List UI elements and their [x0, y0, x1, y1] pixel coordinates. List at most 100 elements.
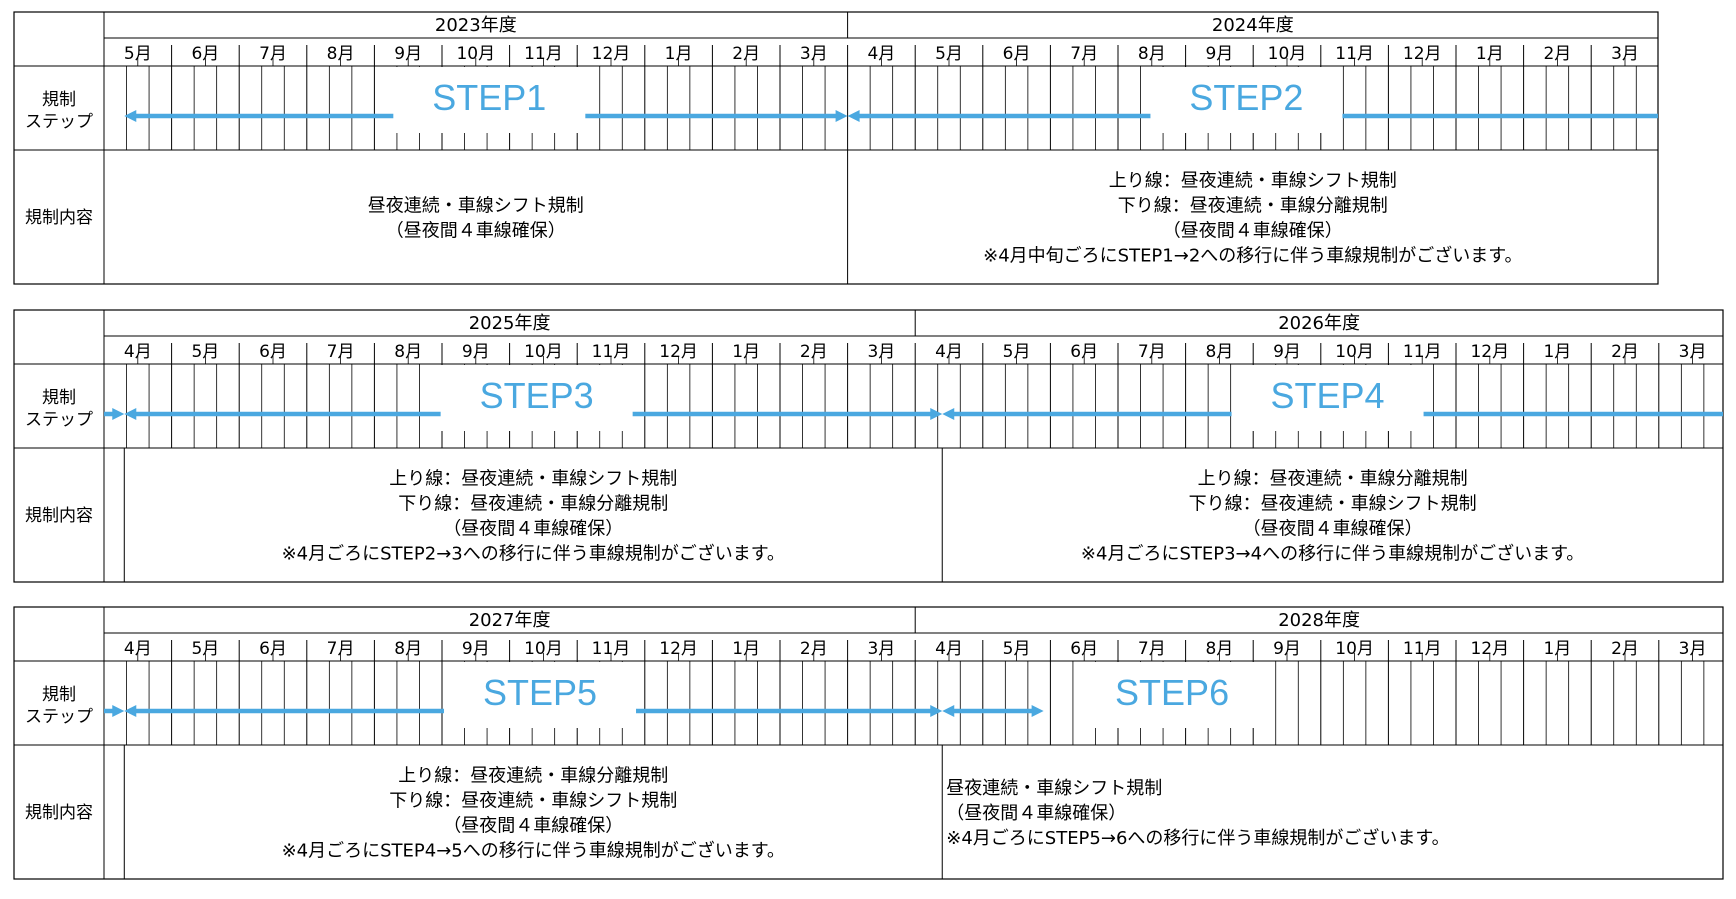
month-label: 3月 — [800, 44, 828, 64]
arrow-head-left — [942, 705, 955, 717]
month-label: 9月 — [462, 342, 490, 362]
month-label: 4月 — [867, 44, 895, 64]
month-label: 7月 — [327, 639, 355, 659]
arrow-head-right — [930, 705, 943, 717]
arrow-head-right — [1031, 705, 1044, 717]
month-label: 9月 — [1273, 342, 1301, 362]
arrow-shaft — [104, 708, 114, 714]
schedule-arrow — [104, 408, 125, 420]
month-label: 12月 — [1470, 639, 1509, 659]
step-label: STEP1 — [432, 77, 546, 118]
month-label: 7月 — [259, 44, 287, 64]
month-label: 4月 — [935, 342, 963, 362]
content-text-line: ※4月ごろにSTEP4→5への移行に伴う車線規制がございます。 — [282, 840, 785, 862]
step-arrow-gap — [444, 705, 637, 717]
timeline-frame — [13, 606, 1724, 880]
month-label: 4月 — [935, 639, 963, 659]
step-arrow-gap — [393, 110, 586, 122]
arrow-head-right — [835, 110, 848, 122]
month-label: 8月 — [1205, 639, 1233, 659]
schedule-arrow — [942, 705, 1044, 717]
content-text-line: 下り線：昼夜連続・車線シフト規制 — [1189, 494, 1477, 515]
month-label: 11月 — [524, 44, 563, 64]
step-label: STEP6 — [1115, 672, 1229, 713]
month-label: 1月 — [732, 639, 760, 659]
content-text-line: 昼夜連続・車線シフト規制 — [368, 196, 584, 217]
row-label-content: 規制内容 — [25, 803, 93, 823]
step-arrow-gap — [1076, 705, 1269, 717]
month-label: 5月 — [124, 44, 152, 64]
content-text-line: 下り線：昼夜連続・車線シフト規制 — [389, 791, 677, 812]
month-label: 2月 — [1611, 639, 1639, 659]
month-label: 7月 — [1138, 342, 1166, 362]
row-label-steps-line2: ステップ — [25, 410, 93, 430]
timeline-frame — [13, 309, 1724, 583]
month-label: 1月 — [1543, 639, 1571, 659]
arrow-head-left — [942, 408, 955, 420]
content-text-line: （昼夜間４車線確保） — [1163, 221, 1343, 242]
month-label: 6月 — [1003, 44, 1031, 64]
timeline-frame — [13, 11, 1659, 285]
month-label: 12月 — [1403, 44, 1442, 64]
arrow-head-right — [930, 408, 943, 420]
month-label: 12月 — [1470, 342, 1509, 362]
year-label: 2026年度 — [1278, 313, 1360, 334]
row-label-steps-line1: 規制 — [42, 685, 76, 705]
month-label: 10月 — [456, 44, 495, 64]
month-label: 3月 — [867, 342, 895, 362]
schedule-arrow — [104, 705, 125, 717]
month-label: 2月 — [732, 44, 760, 64]
arrow-head-left — [847, 110, 860, 122]
month-label: 6月 — [1070, 639, 1098, 659]
content-text-line: 上り線：昼夜連続・車線分離規制 — [1198, 469, 1468, 490]
month-label: 12月 — [592, 44, 631, 64]
arrow-head-left — [124, 408, 137, 420]
step-label: STEP3 — [480, 375, 594, 416]
content-text-line: 上り線：昼夜連続・車線シフト規制 — [389, 469, 677, 490]
month-label: 4月 — [124, 639, 152, 659]
month-label: 8月 — [1138, 44, 1166, 64]
arrow-head-left — [124, 705, 137, 717]
month-label: 2月 — [800, 639, 828, 659]
content-text-line: ※4月中旬ごろにSTEP1→2への移行に伴う車線規制がございます。 — [983, 245, 1522, 267]
year-label: 2025年度 — [469, 313, 551, 334]
content-text-line: （昼夜間４車線確保） — [1243, 519, 1423, 540]
row-label-steps-line1: 規制 — [42, 90, 76, 110]
month-label: 11月 — [1335, 44, 1374, 64]
arrow-head-left — [124, 110, 137, 122]
month-label: 9月 — [462, 639, 490, 659]
month-label: 5月 — [1003, 639, 1031, 659]
month-label: 6月 — [1070, 342, 1098, 362]
step-label: STEP2 — [1189, 77, 1303, 118]
step-arrow-gap — [440, 408, 633, 420]
content-text-line: （昼夜間４車線確保） — [386, 221, 566, 242]
month-label: 6月 — [191, 44, 219, 64]
month-label: 12月 — [659, 639, 698, 659]
content-text-line: 下り線：昼夜連続・車線分離規制 — [398, 494, 668, 515]
month-label: 3月 — [867, 639, 895, 659]
content-text-line: ※4月ごろにSTEP3→4への移行に伴う車線規制がございます。 — [1081, 543, 1584, 565]
month-label: 3月 — [1611, 44, 1639, 64]
month-label: 9月 — [1273, 639, 1301, 659]
content-text-line: （昼夜間４車線確保） — [443, 519, 623, 540]
content-text-line: （昼夜間４車線確保） — [946, 803, 1126, 824]
step-label: STEP5 — [483, 672, 597, 713]
month-label: 10月 — [1335, 639, 1374, 659]
month-label: 9月 — [1205, 44, 1233, 64]
arrow-shaft — [953, 708, 1033, 714]
row-label-steps-line2: ステップ — [25, 112, 93, 132]
month-label: 9月 — [394, 44, 422, 64]
year-label: 2024年度 — [1212, 15, 1294, 36]
arrow-shaft — [104, 411, 114, 417]
month-label: 3月 — [1679, 342, 1707, 362]
month-label: 1月 — [1543, 342, 1571, 362]
content-text-line: 昼夜連続・車線シフト規制 — [946, 778, 1162, 799]
month-label: 8月 — [394, 639, 422, 659]
month-label: 5月 — [191, 639, 219, 659]
month-label: 11月 — [592, 342, 631, 362]
month-label: 7月 — [1138, 639, 1166, 659]
content-text-line: ※4月ごろにSTEP2→3への移行に伴う車線規制がございます。 — [282, 543, 785, 565]
step-label: STEP4 — [1271, 375, 1385, 416]
month-label: 11月 — [592, 639, 631, 659]
